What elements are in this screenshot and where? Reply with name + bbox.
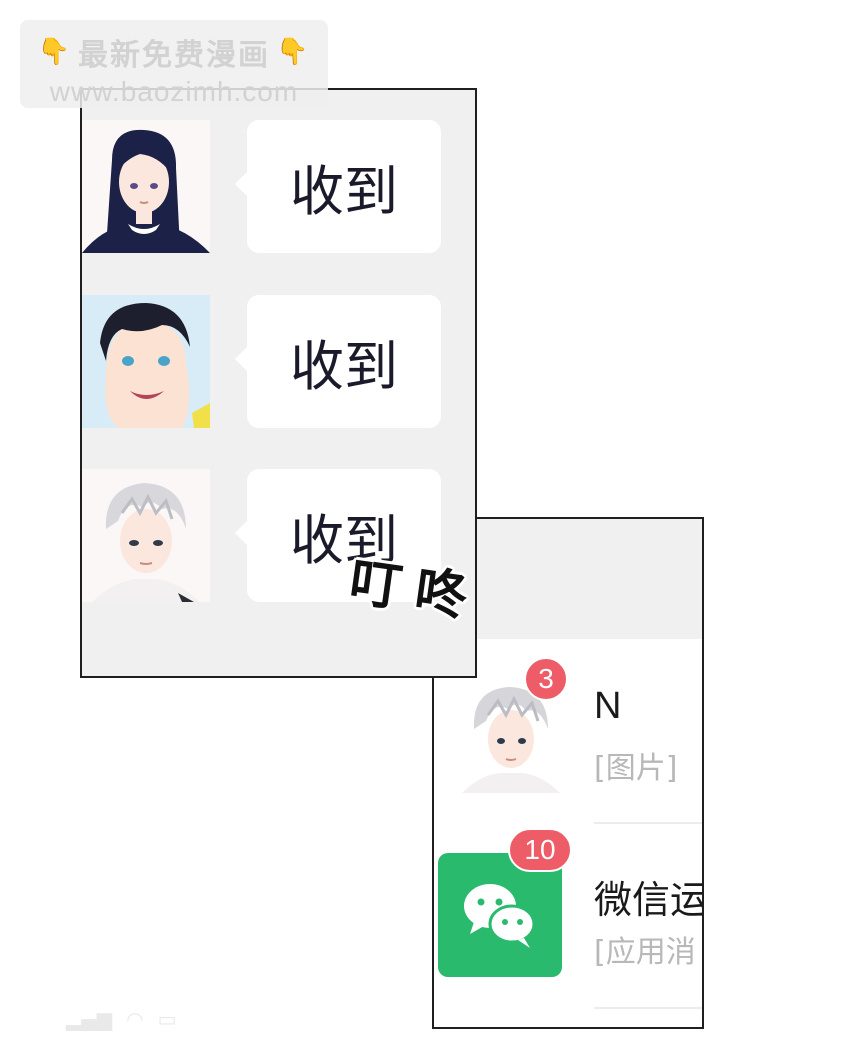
contact-list-panel: 3 N [图片] 10 微信运 [应用消	[432, 517, 704, 1029]
group-chat-panel: 收到 收到	[80, 88, 477, 678]
faded-status-bar: ▂▄▆ ◠ ▭	[66, 1007, 177, 1031]
site-watermark: 👇 最新免费漫画 👇 www.baozimh.com	[20, 20, 328, 108]
list-item[interactable]: 10 微信运 [应用消	[434, 828, 704, 991]
chat-message: 收到	[82, 295, 475, 430]
contact-name: 微信运	[594, 880, 704, 922]
list-header-area	[434, 519, 702, 639]
silver-hair-boy-avatar[interactable]	[82, 469, 210, 602]
dark-short-hair-boy-avatar[interactable]	[82, 295, 210, 428]
battery-icon: ▭	[157, 1007, 177, 1031]
chat-message: 收到	[82, 469, 475, 604]
message-preview: [应用消	[594, 935, 696, 970]
message-bubble[interactable]: 收到	[235, 469, 441, 602]
watermark-slogan: 最新免费漫画	[78, 38, 270, 73]
signal-icon: ▂▄▆	[66, 1007, 113, 1031]
list-divider	[594, 822, 702, 824]
wifi-icon: ◠	[126, 1007, 144, 1031]
pointing-down-hand-icon: 👇	[37, 37, 72, 67]
message-bubble[interactable]: 收到	[235, 120, 441, 253]
pointing-down-hand-icon: 👇	[276, 37, 311, 67]
chat-message: 收到	[82, 120, 475, 255]
contact-name: N	[594, 685, 622, 727]
long-dark-hair-girl-avatar[interactable]	[82, 120, 210, 253]
unread-count-badge: 10	[508, 828, 572, 872]
watermark-url: www.baozimh.com	[49, 76, 299, 107]
message-bubble[interactable]: 收到	[235, 295, 441, 428]
message-preview: [图片]	[594, 751, 678, 786]
list-divider	[594, 1007, 702, 1009]
list-item[interactable]: 3 N [图片]	[434, 657, 702, 807]
unread-count-badge: 3	[524, 657, 568, 701]
wechat-app-icon[interactable]	[438, 853, 562, 977]
